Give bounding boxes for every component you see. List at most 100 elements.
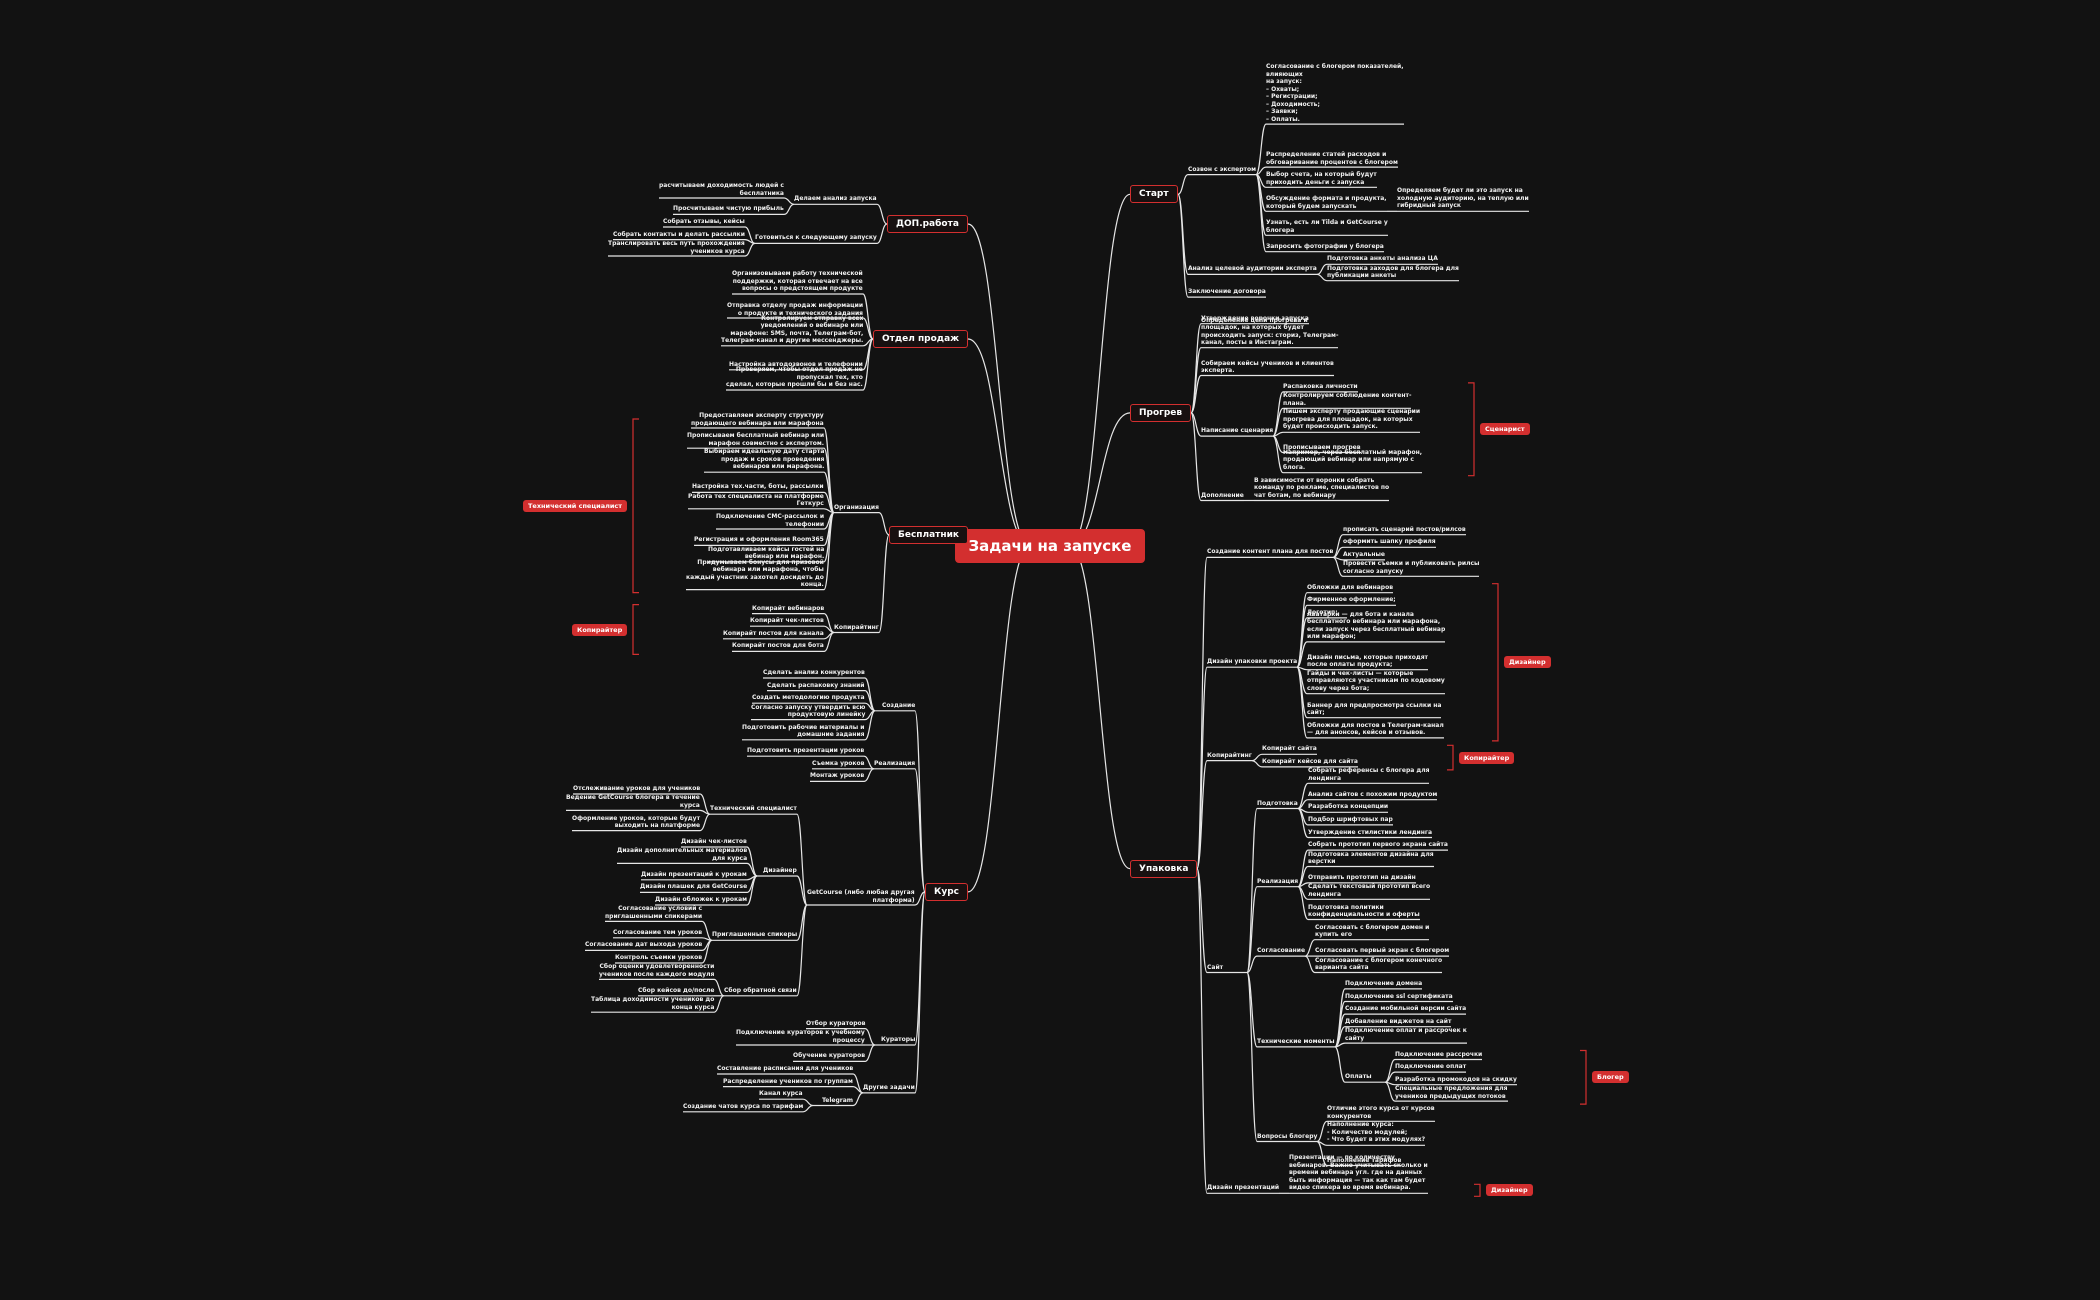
topic-node[interactable]: Сделать анализ конкурентов [763,669,865,676]
topic-node[interactable]: Подготовка политики конфиденциальности и… [1308,903,1420,919]
topic-node[interactable]: Копирайтинг [834,623,879,631]
topic-node[interactable]: Готовиться к следующему запуску [755,234,877,242]
topic-node[interactable]: Обсуждение формата и продукта, который б… [1266,195,1387,210]
topic-node[interactable]: Организовываем работу технической поддер… [732,270,863,292]
topic-node[interactable]: Узнать, есть ли Tilda и GetCourse у блог… [1266,219,1388,234]
topic-node[interactable]: Подключение СМС-рассылок и телефонии [716,513,825,528]
role-tag[interactable]: Сценарист [1480,423,1530,436]
topic-node[interactable]: Собираем кейсы учеников и клиентов экспе… [1201,359,1334,375]
root-node[interactable]: Задачи на запуске [954,529,1146,563]
topic-node[interactable]: Дизайн презентаций [1207,1184,1280,1192]
topic-node[interactable]: Составление расписания для учеников [717,1065,854,1072]
topic-node[interactable]: Согласовать с блогером домен и купить ег… [1315,923,1430,939]
topic-node[interactable]: Распаковка личности [1283,382,1358,390]
topic-node[interactable]: Подготовка [1257,799,1298,807]
topic-node[interactable]: Прописываем прогрев [1283,443,1361,451]
topic-node[interactable]: Наполнение курса: - Количество модулей; … [1327,1121,1426,1144]
role-tag[interactable]: Копирайтер [572,623,628,636]
topic-node[interactable]: прописать сценарий постов/рилсов [1343,525,1466,533]
topic-node[interactable]: Таблица доходимости учеников до конца ку… [591,996,715,1011]
topic-node[interactable]: Оплаты [1345,1073,1372,1081]
topic-node[interactable]: Реализация [874,759,916,767]
topic-node[interactable]: Съемка уроков [812,759,865,767]
topic-node[interactable]: Контроль съемки уроков [615,954,703,961]
topic-node[interactable]: Согласование с блогером конечного вариан… [1315,956,1443,972]
topic-node[interactable]: Утверждение воронки запуска [1201,314,1309,322]
topic-node[interactable]: Технические моменты [1257,1037,1335,1045]
branch-4[interactable]: Курс [925,882,969,901]
topic-node[interactable]: Собрать референсы с блогера для лендинга [1308,767,1430,782]
topic-node[interactable]: Кураторы [881,1036,916,1043]
topic-node[interactable]: Согласно запуску утвердить всю продуктов… [751,703,866,719]
topic-node[interactable]: Транслировать весь путь прохождения учен… [608,240,745,255]
topic-node[interactable]: Предоставляем эксперту структуру продающ… [691,412,824,427]
topic-node[interactable]: Сделать распаковку знаний [767,681,865,689]
branch-3[interactable]: Упаковка [1130,859,1198,878]
role-tag[interactable]: Технический специалист [523,499,628,512]
topic-node[interactable]: Другие задачи [863,1083,915,1091]
topic-node[interactable]: Созвон с экспертом [1188,165,1257,173]
topic-node[interactable]: Логотип; [1307,608,1338,616]
topic-node[interactable]: Канал курса [759,1090,803,1098]
topic-node[interactable]: Создание мобильной версии сайта [1345,1005,1467,1013]
topic-node[interactable]: Монтаж уроков [810,772,865,780]
topic-node[interactable]: Технический специалист [710,805,797,813]
topic-node[interactable]: Дизайн дополнительных материалов для кур… [617,847,748,862]
topic-node[interactable]: Дизайн упаковки проекта [1207,658,1298,666]
topic-node[interactable]: Анализ целевой аудитории эксперта [1188,265,1317,273]
topic-node[interactable]: Оформление уроков, которые будут выходит… [572,814,701,830]
topic-node[interactable]: Отслеживание уроков для учеников [573,785,701,792]
topic-node[interactable]: Согласование дат выхода уроков [585,941,703,949]
topic-node[interactable]: Утверждение стилистики лендинга [1308,828,1433,836]
topic-node[interactable]: оформить шапку профиля [1343,538,1436,546]
topic-node[interactable]: Вопросы блогеру [1257,1132,1318,1140]
topic-node[interactable]: Распределение статей расходов и обговари… [1266,151,1398,166]
topic-node[interactable]: Дизайн презентаций к урокам [641,870,747,878]
topic-node[interactable]: Создание [882,701,916,709]
topic-node[interactable]: Копирайт вебинаров [752,604,825,612]
topic-node[interactable]: Сбор кейсов до/после [638,986,715,994]
topic-node[interactable]: Создание контент плана для постов [1207,548,1334,556]
topic-node[interactable]: Дизайн плашек для GetCourse [640,883,748,891]
topic-node[interactable]: Согласование [1257,947,1306,955]
topic-node[interactable]: Наполнение тарифов [1327,1156,1402,1164]
topic-node[interactable]: GetCourse (либо любая другая платформа) [807,889,915,904]
topic-node[interactable]: Подготовка заходов для блогера для публи… [1327,264,1459,280]
topic-node[interactable]: Дополнение [1201,491,1244,499]
topic-node[interactable]: Копирайт чек-листов [750,617,824,625]
topic-node[interactable]: Разработка концепции [1308,803,1389,811]
topic-node[interactable]: Провести съемки и публиковать рилсы согл… [1343,560,1480,575]
topic-node[interactable]: Проверяем, чтобы отдел продаж не пропуск… [726,366,863,388]
topic-node[interactable]: Отбор кураторов [806,1019,866,1027]
topic-node[interactable]: Прописываем бесплатный вебинар или мараф… [687,432,825,447]
topic-node[interactable]: Контролируем отправку всех уведомлений о… [721,314,864,345]
topic-node[interactable]: Подготавливаем кейсы гостей на вебинар и… [708,545,825,561]
topic-node[interactable]: Обучение кураторов [793,1052,866,1060]
topic-node[interactable]: Ведение GetCourse блогера в течение курс… [566,794,700,809]
topic-node[interactable]: Дизайн обложек к урокам [655,896,748,903]
topic-node[interactable]: Придумываем бонусы для призовой вебинара… [686,558,824,589]
topic-node[interactable]: Копирайтинг [1207,751,1252,759]
topic-node[interactable]: Выбираем идеальную дату старта продаж и … [704,448,825,471]
topic-node[interactable]: Копирайт постов для бота [732,642,824,650]
topic-node[interactable]: Аватарки — для бота и канала бесплатного… [1307,610,1446,641]
topic-node[interactable]: Дизайн чек-листов [681,838,747,845]
topic-node[interactable]: Написание сценария [1201,427,1274,435]
topic-node[interactable]: Фирменное оформление; [1307,596,1396,604]
topic-node[interactable]: Создание чатов курса по тарифам [683,1102,804,1110]
topic-node[interactable]: Копирайт сайта [1262,745,1317,753]
topic-node[interactable]: Приглашенные спикеры [712,931,798,939]
topic-node[interactable]: Запросить фотографии у блогера [1266,242,1384,250]
role-tag[interactable]: Блогер [1592,1071,1629,1084]
topic-node[interactable]: расчитываем доходимость людей с бесплатн… [659,182,784,197]
topic-node[interactable]: Контролируем соблюдение контент- плана. [1283,392,1412,407]
topic-node[interactable]: Сбор обратной связи [724,986,797,994]
topic-node[interactable]: Сделать текстовый прототип всего лендинг… [1308,883,1431,898]
topic-node[interactable]: Презентации — по количеству вебинаров. В… [1289,1154,1428,1192]
topic-node[interactable]: Реализация [1257,877,1299,885]
topic-node[interactable]: Дизайн письма, которые приходят после оп… [1307,653,1429,669]
topic-node[interactable]: Актуальные [1343,550,1385,558]
topic-node[interactable]: Организация [834,503,879,511]
topic-node[interactable]: Подключение домена [1345,979,1423,987]
topic-node[interactable]: В зависимости от воронки собрать команду… [1254,476,1390,499]
